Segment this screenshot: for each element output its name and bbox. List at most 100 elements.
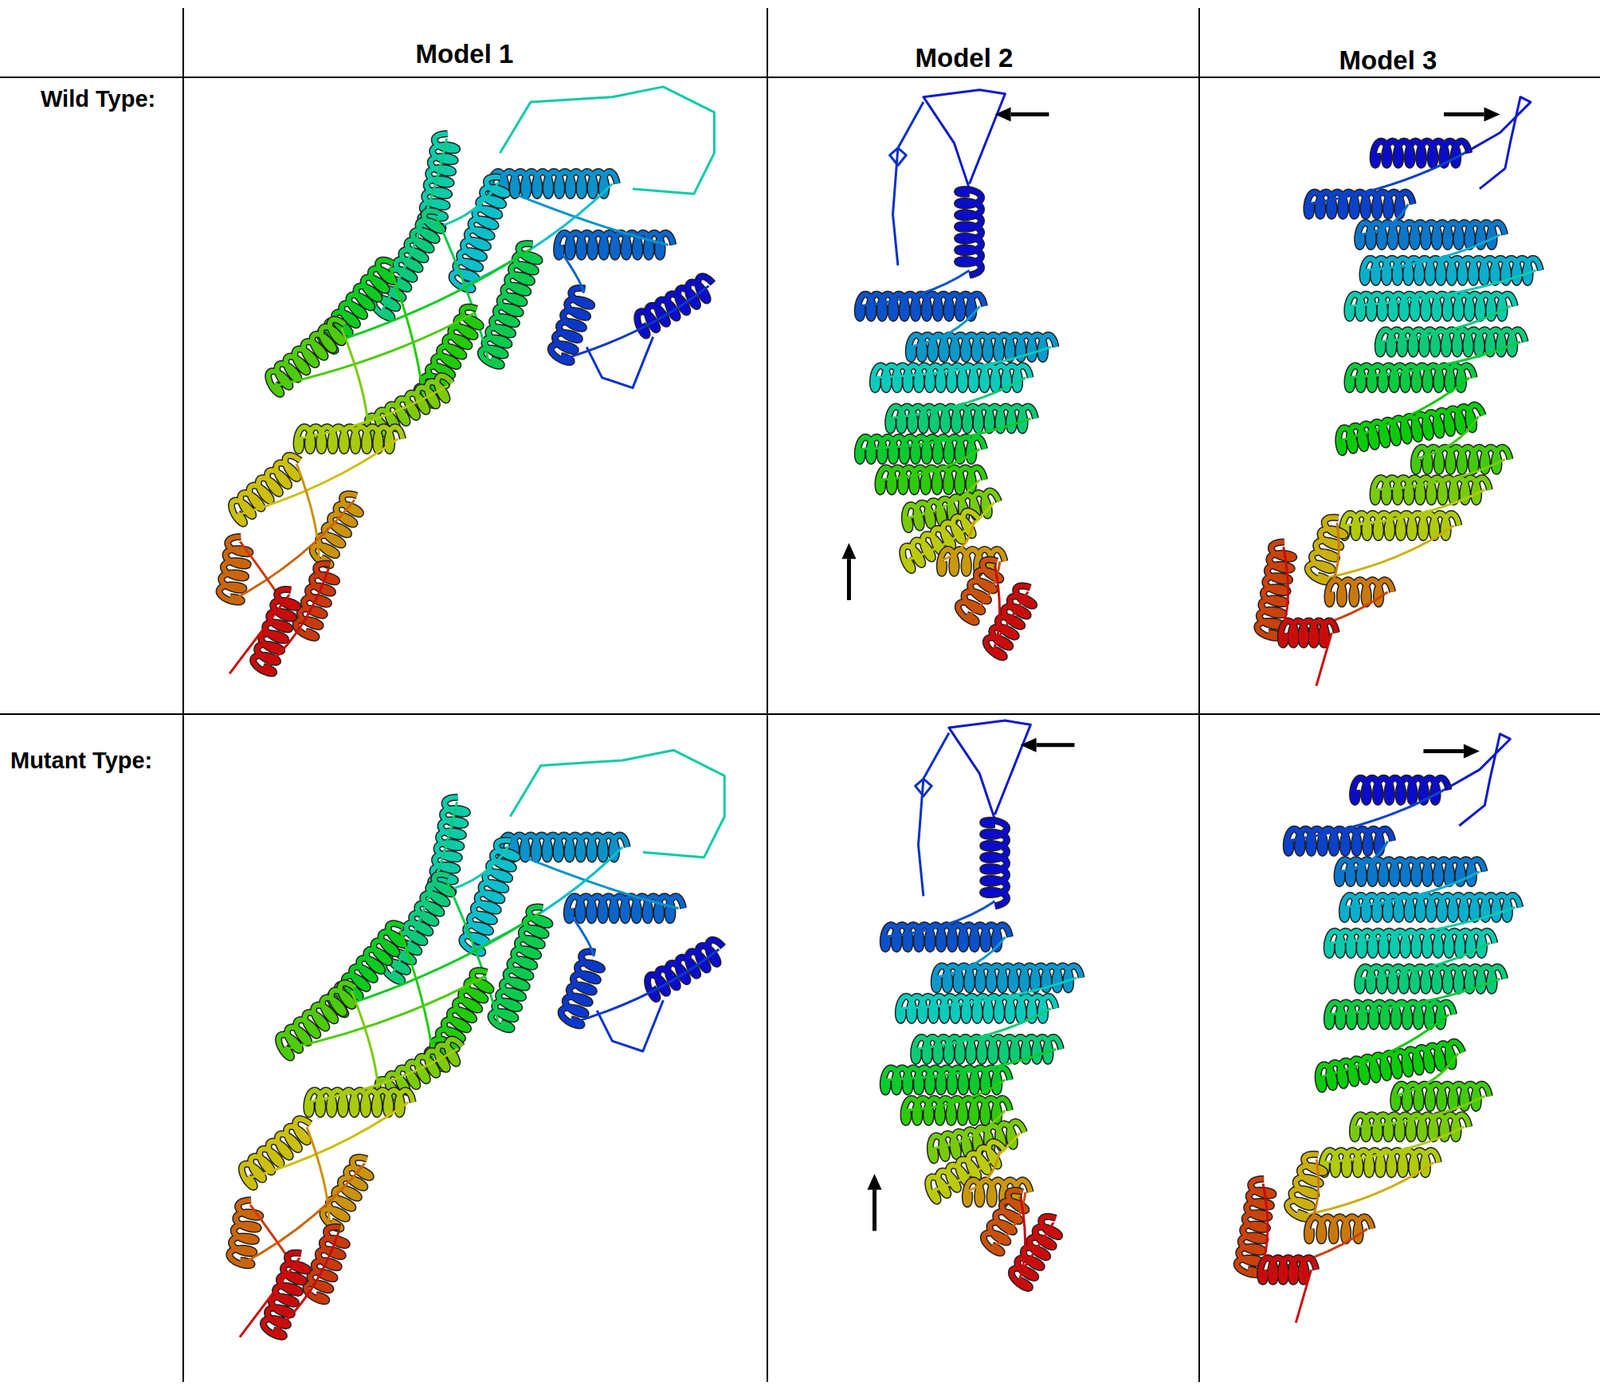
loop [1346,341,1521,378]
helix-outline [1286,828,1393,853]
loop [1356,203,1408,235]
helix-outline [1347,365,1475,390]
protein-ribbon [1236,733,1521,1323]
helix-outline [1352,777,1449,802]
helix [1306,1216,1373,1241]
helix [1317,1041,1463,1090]
helix [278,982,356,1058]
loop [1372,458,1505,490]
helix [882,925,1010,950]
helix-outline [1393,1083,1491,1108]
helix [647,939,724,999]
loop [324,248,532,346]
helix-outline [329,923,404,1015]
helix [1011,1215,1059,1288]
helix [373,211,444,319]
helix [957,559,1001,623]
helix-outline [957,189,982,276]
protein-ribbon [841,90,1056,658]
helix [1413,447,1510,471]
loop [882,1048,1057,1079]
loop [1464,97,1531,189]
pointer-arrow [1011,112,1050,117]
loop [295,384,448,439]
loop [1286,789,1444,841]
loop [872,346,1051,377]
loop [400,930,434,1066]
helix-outline [1413,447,1510,471]
column-header: Model 1 [415,40,514,67]
pointer-arrow [1423,749,1463,753]
helix-outline [933,965,1082,990]
tail [1295,1269,1311,1323]
loop [1337,840,1389,871]
helix [1286,828,1393,853]
tail [229,594,290,674]
tail [239,1257,300,1337]
helix [329,923,404,1015]
helix [1377,329,1526,354]
helix-outline [1326,1002,1454,1027]
helix-outline [908,334,1056,359]
helix [556,232,674,257]
helix-outline [957,559,1001,623]
loop [244,1101,409,1180]
helix [268,319,346,395]
loop [569,949,720,1024]
helix [908,334,1056,359]
helix-outline [985,585,1034,658]
helix-outline [882,925,1010,950]
helix-outline [373,211,444,319]
helix [1357,966,1506,991]
loop [341,327,369,432]
loop [1392,1052,1459,1096]
row-header: Wild Type: [40,87,156,111]
helix-outline [857,294,985,318]
helix [1347,365,1475,390]
loop [857,270,970,306]
loop [1346,270,1536,306]
loop [1326,978,1501,1015]
tail [1316,632,1332,687]
column-header: Model 2 [915,44,1014,71]
loop [1326,521,1340,592]
loop [882,901,996,938]
arrow-head [995,106,1012,122]
helix-outline [1338,404,1484,452]
helix-outline [983,1190,1027,1254]
loop [898,977,1077,1008]
protein-ribbon [219,86,714,674]
loop [1337,377,1470,442]
arrow-head [841,542,856,559]
row-header: Mutant Type: [10,749,153,773]
helix-outline [1317,1041,1463,1090]
helix-outline [262,1252,308,1337]
helix [985,585,1034,658]
loop [1341,871,1480,908]
pointer-arrow [872,1189,877,1232]
loop [351,991,379,1095]
helix-outline [253,589,299,674]
tail [1020,1222,1055,1274]
pointer-arrow [1036,742,1075,747]
loop [923,90,1006,189]
loop [949,720,1031,820]
loop [234,439,399,517]
helix [1327,580,1393,604]
loop [1260,1183,1268,1270]
helix [888,406,1036,431]
loop [1341,490,1485,526]
helix [384,874,454,982]
helix [262,1252,308,1337]
helix [983,1190,1027,1254]
arrow-head [1020,737,1037,753]
loop [902,1079,1005,1110]
loop [1356,942,1490,979]
loop [1326,906,1516,943]
helix-outline [1357,966,1506,991]
helix [319,259,394,351]
helix-outline [384,874,454,982]
loop [380,138,448,314]
helix [1306,192,1413,216]
